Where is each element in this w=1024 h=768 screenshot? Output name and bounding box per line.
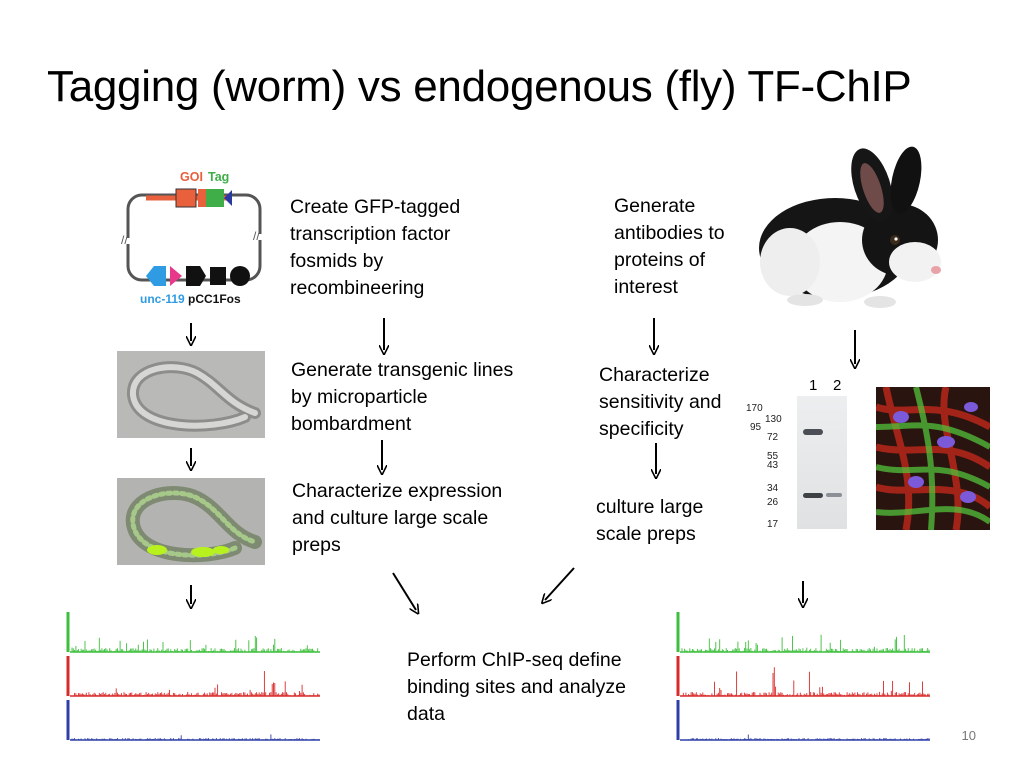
black-arrow-icon — [186, 266, 206, 286]
step-antibodies: Generate antibodies to proteins of inter… — [614, 195, 725, 298]
western-blot-image — [797, 396, 847, 529]
fosmid-construct: // // — [121, 188, 263, 286]
svg-text://: // — [121, 233, 128, 247]
marker-26: 26 — [767, 497, 779, 508]
marker-95: 95 — [750, 422, 762, 433]
chipseq-tracks-right — [676, 612, 930, 744]
step-culture: culture large scale preps — [596, 496, 704, 545]
track-signal — [681, 667, 930, 696]
worm-outline — [127, 361, 261, 432]
track-signal — [71, 636, 320, 652]
step-transgenic: Generate transgenic lines by micropartic… — [291, 359, 514, 435]
marker-17: 17 — [767, 519, 779, 530]
band-lane1-26 — [803, 493, 823, 498]
lane-label-1: 1 — [809, 377, 818, 394]
step-characterize-expression: Characterize expression and culture larg… — [292, 480, 503, 556]
goi-label: GOI — [180, 170, 203, 184]
page-number: 10 — [961, 728, 976, 743]
slide-title: Tagging (worm) vs endogenous (fly) TF-Ch… — [47, 62, 912, 111]
marker-55: 55 — [767, 451, 779, 462]
arrow-converge-left — [392, 572, 416, 610]
step-chipseq: Perform ChIP-seq define binding sites an… — [407, 649, 626, 725]
marker-130: 130 — [765, 414, 782, 425]
unc-label: unc-119 — [140, 292, 185, 306]
band-lane2-26 — [826, 493, 842, 497]
chipseq-tracks-left — [66, 612, 320, 744]
band-lane1-72 — [803, 429, 823, 435]
immunofluorescence-image — [876, 387, 990, 530]
tag-label: Tag — [208, 170, 230, 184]
ori-circle-icon — [230, 266, 250, 286]
track-signal — [71, 671, 320, 696]
unc119-arrow-icon — [146, 266, 166, 286]
lane-label-2: 2 — [833, 377, 842, 394]
worm-gfp-outline — [125, 486, 262, 563]
worm-gfp-image — [117, 478, 265, 565]
track-signal — [681, 634, 930, 652]
goi-block — [175, 188, 197, 208]
marker-170: 170 — [746, 403, 763, 414]
worm-brightfield-image — [117, 351, 265, 438]
rabbit — [759, 146, 941, 308]
track-signal — [681, 734, 930, 740]
tag-arrow-icon — [224, 190, 232, 206]
marker-43: 43 — [767, 460, 779, 471]
step-create-fosmids: Create GFP-tagged transcription factor f… — [290, 196, 461, 299]
cell-staining — [876, 387, 990, 530]
svg-text://: // — [253, 229, 260, 243]
tag-block — [206, 189, 224, 207]
marker-34: 34 — [767, 483, 779, 494]
pink-marker-icon — [170, 266, 182, 286]
track-signal — [71, 734, 320, 740]
arrow-converge-right — [545, 567, 575, 600]
marker-72: 72 — [767, 432, 779, 443]
vector-label: pCC1Fos — [188, 292, 241, 306]
step-sensitivity: Characterize sensitivity and specificity — [599, 364, 722, 440]
